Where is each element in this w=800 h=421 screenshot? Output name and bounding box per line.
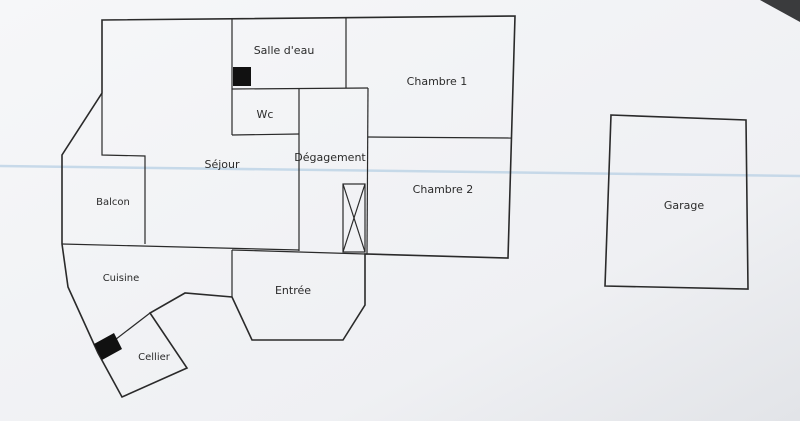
label-entree: Entrée	[275, 284, 311, 297]
label-salle-deau: Salle d'eau	[254, 44, 315, 57]
wall-salle-bottom	[231, 87, 369, 90]
label-balcon: Balcon	[96, 197, 130, 208]
wall-chambres	[367, 136, 513, 139]
label-cellier: Cellier	[138, 352, 171, 363]
label-cuisine: Cuisine	[103, 273, 140, 284]
label-wc: Wc	[257, 108, 274, 121]
apartment-outline	[61, 15, 516, 399]
wall-sejour-left	[101, 93, 146, 244]
cellier-square	[94, 333, 122, 360]
scan-line	[0, 164, 800, 178]
wall-degagement-right	[366, 87, 369, 255]
stair-shaft	[342, 183, 366, 253]
wall-entree-top	[231, 249, 366, 255]
label-chambre-2: Chambre 2	[413, 183, 474, 196]
paper-edge-shadow	[760, 0, 800, 22]
label-garage: Garage	[664, 199, 705, 212]
shower-square	[233, 67, 251, 86]
wall-wc-bottom	[231, 133, 300, 136]
label-sejour: Séjour	[204, 158, 240, 171]
wall-sejour-bottom	[61, 243, 300, 251]
label-degagement: Dégagement	[294, 151, 366, 164]
garage-outline	[604, 114, 749, 290]
label-chambre-1: Chambre 1	[407, 75, 468, 88]
